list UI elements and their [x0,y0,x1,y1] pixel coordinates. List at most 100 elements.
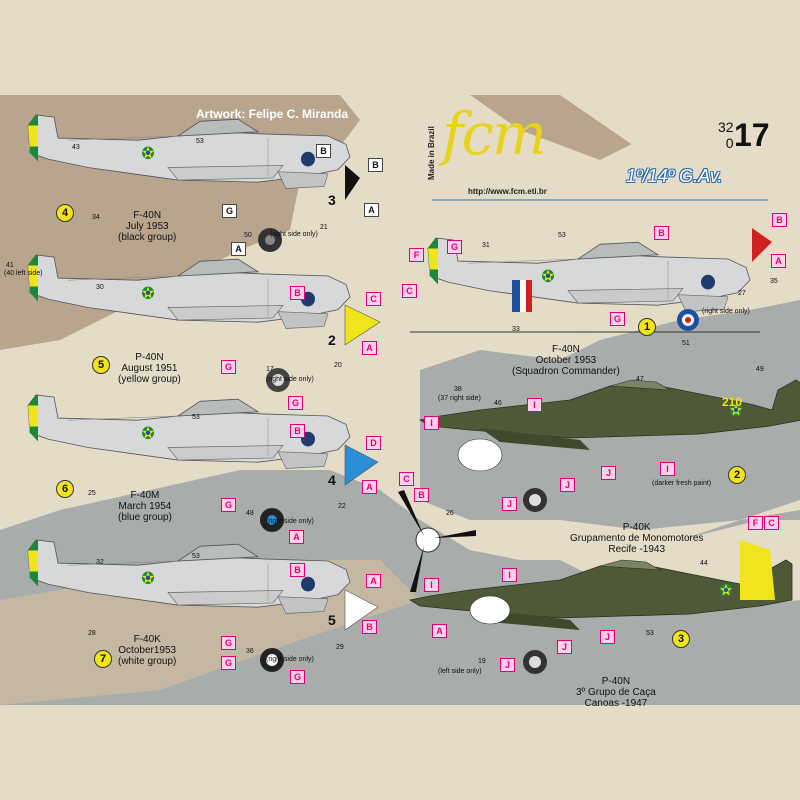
website-url: http://www.fcm.eti.br [468,187,547,196]
callout: 29 [336,644,344,651]
caption-profile-1: F-40N October 1953 (Squadron Commander) [512,344,620,378]
callout: 44 [700,560,708,567]
marker-j: J [560,478,575,492]
profile-number-7: 7 [94,650,112,668]
marker-i: I [424,578,439,592]
callout: 53 [646,630,654,637]
note-right-side-only: (right side only) [270,231,318,238]
callout: 43 [72,144,80,151]
callout: (40 left side) [4,270,43,277]
callout: 22 [338,503,346,510]
callout: 38 [454,386,462,393]
marker-b: B [414,488,429,502]
nose-4 [345,165,360,200]
marker-i: I [502,568,517,582]
note-right-side-only: (right side only) [266,518,314,525]
callout: (37 right side) [438,395,481,402]
callout: 17 [266,366,274,373]
callout: 30 [96,284,104,291]
nose-7 [344,589,379,631]
artwork-credit: Artwork: Felipe C. Miranda [196,107,349,121]
marker-g: G [221,498,236,512]
callout: 32 [96,559,104,566]
callout: 27 [738,290,746,297]
marker-a: A [771,254,786,268]
marker-a: A [364,203,379,217]
profile-number-5: 5 [92,356,110,374]
code-profile-2: 210 [722,395,743,409]
callout: 36 [246,648,254,655]
callout: 48 [246,510,254,517]
callout: 31 [482,242,490,249]
marker-a: A [362,341,377,355]
marker-b: B [362,620,377,634]
made-in-label: Made in Brazil [427,126,436,180]
marker-c: C [366,292,381,306]
callout: 53 [192,553,200,560]
brand-logo-text: fcm [442,100,547,168]
marker-i: I [527,398,542,412]
marker-a: A [231,242,246,256]
callout: 34 [92,214,100,221]
nose-6 [344,444,379,486]
marker-b: B [290,563,305,577]
unit-label: 1º/14º G.Av. [626,166,723,186]
profile-number-2: 2 [728,466,746,484]
marker-c: C [764,516,779,530]
marker-b: B [290,424,305,438]
callout: 19 [478,658,486,665]
marker-i: I [424,416,439,430]
caption-profile-7: F-40K October1953 (white group) [118,634,177,668]
marker-g: G [447,240,462,254]
marker-b: B [290,286,305,300]
callout: 51 [682,340,690,347]
marker-j: J [500,658,515,672]
marker-a: A [289,530,304,544]
callout: 25 [88,490,96,497]
marker-f: F [748,516,763,530]
profile-number-1: 1 [638,318,656,336]
marker-j: J [557,640,572,654]
profile-number-4: 4 [56,204,74,222]
caption-profile-2: P-40K Grupamento de Monomotores Recife -… [570,522,704,556]
callout: 20 [334,362,342,369]
callout: 53 [558,232,566,239]
callout: 35 [770,278,778,285]
marker-j: J [600,630,615,644]
callout: 53 [192,414,200,421]
callout: 41 [6,262,14,269]
callout: 33 [512,326,520,333]
callout: 53 [196,138,204,145]
note-right-side-only: (right side only) [266,656,314,663]
caption-profile-4: F-40N July 1953 (black group) [118,210,177,244]
marker-c: C [402,284,417,298]
callout: 49 [756,366,764,373]
marker-g: G [290,670,305,684]
marker-a: A [362,480,377,494]
marker-b: B [368,158,383,172]
marker-f: F [409,248,424,262]
marker-b: B [654,226,669,240]
code-profile-5: 2 [328,332,336,348]
marker-g: G [221,636,236,650]
code-profile-7: 5 [328,612,336,628]
caption-profile-3: P-40N 3º Grupo de Caça Canoas -1947 [576,676,656,710]
marker-g: G [221,656,236,670]
marker-c: C [399,472,414,486]
callout: 21 [320,224,328,231]
note-right-side-only: (right side only) [702,308,750,315]
marker-d: D [366,436,381,450]
marker-g: G [222,204,237,218]
marker-g: G [288,396,303,410]
catalog-scale: 32 0 [718,119,734,151]
callout: 50 [244,232,252,239]
note-right-side-only: (right side only) [266,376,314,383]
profile-number-3: 3 [672,630,690,648]
marker-g: G [610,312,625,326]
marker-j: J [502,497,517,511]
note-darker-paint: (darker fresh paint) [652,480,712,487]
code-profile-4: 3 [328,192,336,208]
profile-number-6: 6 [56,480,74,498]
